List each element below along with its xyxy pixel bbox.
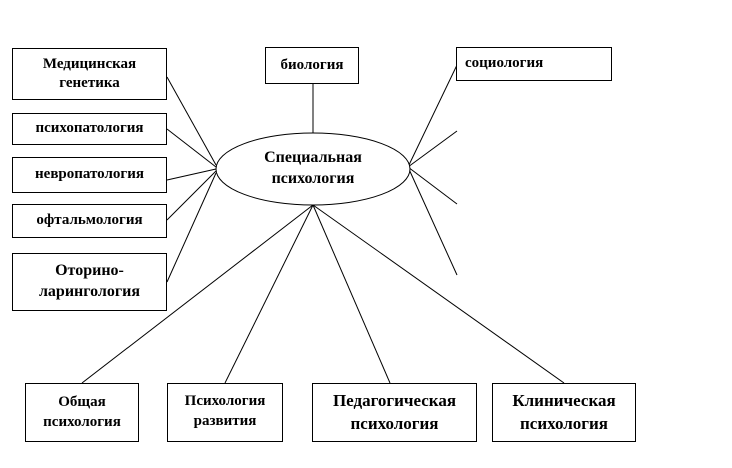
- node-sociology: социология: [456, 47, 612, 81]
- connector-pedagogical: [312, 204, 391, 384]
- node-general-psychology: Общая психология: [25, 383, 139, 442]
- node-pedagogical-psychology-label: Педагогическая психология: [332, 391, 457, 433]
- connector-ophthalmology: [166, 170, 217, 221]
- node-sociology-label: социология: [465, 55, 544, 72]
- connector-sociology: [407, 64, 458, 168]
- connector-right-open-2: [407, 166, 458, 205]
- node-biology: биология: [265, 47, 359, 84]
- center-label: Специальная психология: [264, 149, 362, 187]
- node-pedagogical-psychology: Педагогическая психология: [312, 383, 477, 442]
- center-ellipse: [215, 132, 411, 206]
- node-medical-genetics: Медицинская генетика: [12, 48, 167, 100]
- center-node-label: Специальная психология: [216, 133, 410, 205]
- node-developmental-psychology-label: Психология развития: [184, 393, 266, 429]
- connector-clinical: [312, 204, 565, 384]
- node-ophthalmology-label: офтальмология: [36, 212, 143, 229]
- node-medical-genetics-label: Медицинская генетика: [42, 55, 137, 92]
- node-clinical-psychology: Клиническая психология: [492, 383, 636, 442]
- node-developmental-psychology: Психология развития: [167, 383, 283, 442]
- connector-psychopathology: [166, 128, 217, 168]
- connector-right-open-1: [407, 130, 458, 168]
- connector-genetics: [166, 76, 217, 166]
- node-psychopathology: психопатология: [12, 113, 167, 145]
- node-neuropathology-label: невропатология: [35, 166, 144, 183]
- node-otolaryngology-label: Оторино- ларингология: [38, 262, 141, 300]
- node-clinical-psychology-label: Клиническая психология: [512, 391, 616, 433]
- node-biology-label: биология: [280, 56, 344, 73]
- connector-general: [81, 204, 314, 384]
- node-neuropathology: невропатология: [12, 157, 167, 193]
- connector-otolaryngology: [166, 172, 217, 283]
- connector-neuropathology: [166, 168, 217, 181]
- node-otolaryngology: Оторино- ларингология: [12, 253, 167, 311]
- connector-development: [224, 204, 314, 384]
- connector-right-open-3: [407, 166, 458, 276]
- node-psychopathology-label: психопатология: [35, 120, 144, 137]
- node-ophthalmology: офтальмология: [12, 204, 167, 238]
- node-general-psychology-label: Общая психология: [43, 394, 121, 430]
